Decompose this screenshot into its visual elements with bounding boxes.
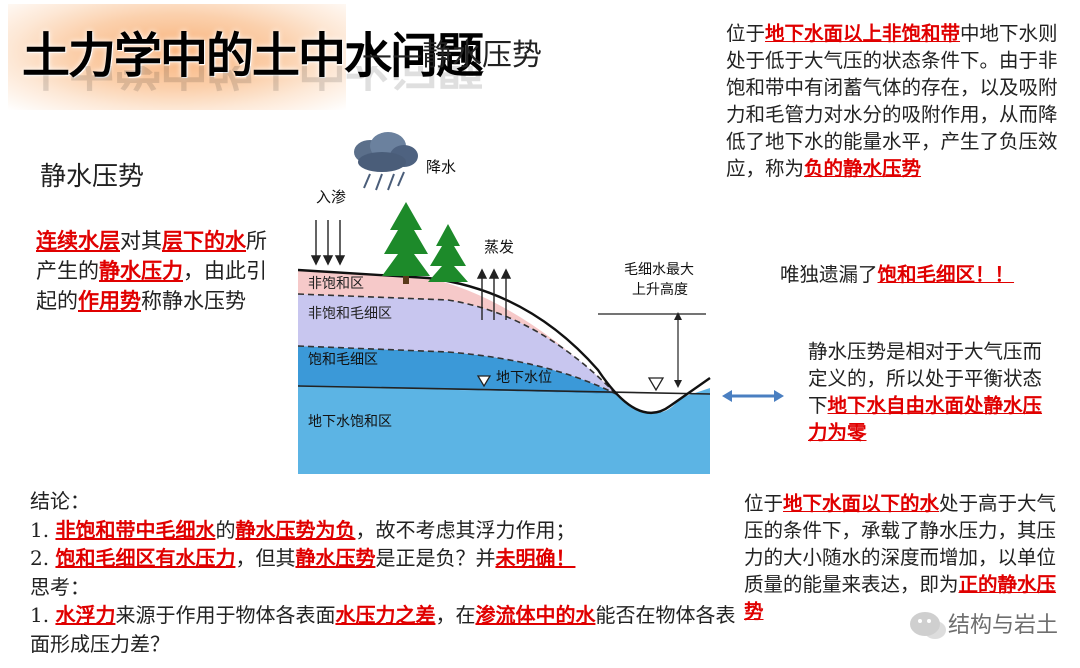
conclusion-line-1: 1. 非饱和带中毛细水的静水压势为负，故不考虑其浮力作用； xyxy=(30,516,750,545)
infiltration-arrows-icon xyxy=(310,220,346,266)
page-subtitle: ——静水压势 xyxy=(362,38,542,73)
body-text: 的 xyxy=(215,517,236,542)
highlight-text: 渗流体中的水 xyxy=(475,603,596,627)
conclusion-block: 结论： 1. 非饱和带中毛细水的静水压势为负，故不考虑其浮力作用； 2. 饱和毛… xyxy=(30,487,750,658)
watermark-text: 结构与岩土 xyxy=(948,613,1059,638)
missing-zone-note: 唯独遗漏了饱和毛细区！！ xyxy=(780,258,1070,287)
highlight-text: 饱和毛细区有水压力 xyxy=(55,546,236,570)
highlight-text: 负的静水压势 xyxy=(804,157,922,180)
page-title: 土力学中的土中水问题 xyxy=(22,28,484,84)
highlight-text: 饱和毛细区！！ xyxy=(877,263,1015,286)
body-text: 是正是负？并 xyxy=(375,546,496,570)
highlight-text: 连续水层 xyxy=(36,228,120,253)
section-heading: 静水压势 xyxy=(40,162,145,192)
highlight-text: 静水压力 xyxy=(99,258,183,283)
highlight-text: 层下的水 xyxy=(162,228,246,253)
body-text: ，故不考虑其浮力作用； xyxy=(355,517,576,542)
body-text: 唯独遗漏了 xyxy=(780,263,878,286)
unsaturated-zone xyxy=(298,270,616,394)
body-text: 1. xyxy=(30,603,56,627)
label-unsaturated-zone: 非饱和区 xyxy=(308,276,364,292)
wechat-icon xyxy=(910,612,946,639)
tree-icon xyxy=(382,202,468,284)
conclusion-line-2: 2. 饱和毛细区有水压力，但其静水压势是正是负？并未明确！ xyxy=(30,544,750,573)
water-table-marker-icon xyxy=(647,377,665,392)
rain-cloud-icon xyxy=(354,132,418,191)
highlight-text: 非饱和带中毛细水 xyxy=(55,517,216,542)
highlight-text: 正的静水压势 xyxy=(744,573,1057,623)
unsaturated-zone-note: 位于地下水面以上非饱和带中地下水则处于低于大气压的状态条件下。由于非饱和带中有闭… xyxy=(726,20,1062,182)
body-text: 所产生的 xyxy=(36,229,267,283)
evaporation-arrows-icon xyxy=(476,268,512,320)
groundwater-saturated-zone xyxy=(298,386,710,474)
below-water-table-note: 位于地下水面以下的水处于高于大气压的条件下，承载了静水压力，其压力的大小随水的深… xyxy=(744,490,1074,625)
title-banner xyxy=(8,4,346,110)
ground-surface xyxy=(298,268,711,415)
body-text: 来源于作用于物体各表面 xyxy=(115,603,336,627)
water-table-marker-icon xyxy=(476,375,492,388)
highlight-text: 静水压势 xyxy=(295,546,376,570)
body-text: ，由此引起的 xyxy=(36,259,267,313)
label-precipitation: 降水 xyxy=(426,158,456,176)
highlight-text: 静水压势为负 xyxy=(235,517,356,542)
highlight-text: 地下水面以下的水 xyxy=(783,492,940,515)
body-text: ，但其 xyxy=(235,546,296,570)
groundwater-zone-diagram: 入渗 降水 蒸发 毛细水最大 上升高度 非饱和区 非饱和毛细区 饱和毛细区 地下… xyxy=(298,132,711,474)
double-arrow-icon xyxy=(722,390,784,402)
conclusion-heading: 结论： xyxy=(30,489,90,513)
body-text: 中地下水则处于低于大气压的状态条件下。由于非饱和带中有闭蓄气体的存在，以及吸附力… xyxy=(726,22,1058,180)
label-groundwater-zone: 地下水饱和区 xyxy=(308,414,392,430)
label-evaporation: 蒸发 xyxy=(484,238,514,256)
highlight-text: 水压力之差 xyxy=(335,603,436,627)
thinking-line-1: 1. 水浮力来源于作用于物体各表面水压力之差，在渗流体中的水能否在物体各表面形成… xyxy=(30,601,750,658)
body-text: ，在 xyxy=(435,603,476,627)
body-text: 1. xyxy=(30,517,56,542)
label-capillary-rise-1: 毛细水最大 xyxy=(624,262,694,278)
body-text: 对其 xyxy=(120,229,162,253)
highlight-text: 地下水面以上非饱和带 xyxy=(765,22,961,45)
body-text: 位于 xyxy=(744,492,784,515)
label-unsat-capillary-zone: 非饱和毛细区 xyxy=(308,306,392,322)
saturated-capillary-zone xyxy=(298,346,616,394)
body-text: 处于高于大气压的条件下，承载了静水压力，其压力的大小随水的深度而增加，以单位质量… xyxy=(744,492,1057,596)
thinking-heading: 思考： xyxy=(30,574,90,599)
body-text: 称静水压势 xyxy=(141,289,246,313)
body-text: 能否在物体各表面形成压力差？ xyxy=(30,603,736,656)
label-sat-capillary-zone: 饱和毛细区 xyxy=(308,352,378,368)
label-water-table: 地下水位 xyxy=(496,370,552,386)
label-infiltration: 入渗 xyxy=(316,188,346,206)
body-text: 2. xyxy=(30,546,56,570)
highlight-text: 水浮力 xyxy=(55,603,116,627)
unsaturated-capillary-zone xyxy=(298,294,616,394)
definition-paragraph: 连续水层对其层下的水所产生的静水压力，由此引起的作用势称静水压势 xyxy=(36,226,282,316)
atmospheric-reference-note: 静水压势是相对于大气压而定义的，所以处于平衡状态下地下水自由水面处静水压力为零 xyxy=(808,338,1058,446)
body-text: 位于 xyxy=(726,22,766,45)
label-capillary-rise-2: 上升高度 xyxy=(632,281,688,298)
highlight-text: 未明确！ xyxy=(495,546,576,570)
highlight-text: 地下水自由水面处静水压力为零 xyxy=(808,394,1043,444)
highlight-text: 作用势 xyxy=(78,288,141,313)
body-text: 静水压势是相对于大气压而定义的，所以处于平衡状态下 xyxy=(808,340,1043,417)
